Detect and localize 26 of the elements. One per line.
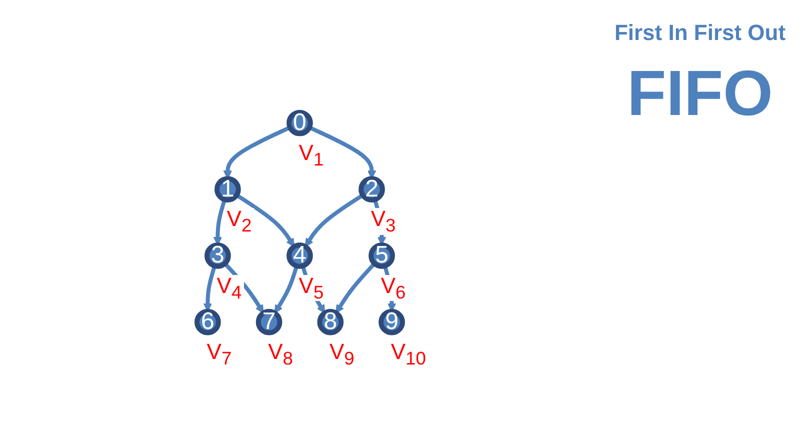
node-caption: V$_{9}$ <box>327 341 356 368</box>
node-circle: 1 <box>214 176 242 202</box>
arrow <box>305 193 364 247</box>
node-circle: 7 <box>256 308 282 336</box>
node-caption: V$_{8}$ <box>266 341 295 368</box>
node-circle: 2 <box>358 176 386 202</box>
node-circle: 3 <box>204 242 232 269</box>
heading-text: FIFO <box>626 56 774 130</box>
node-caption: V$_{4}$ <box>214 274 244 302</box>
node-circle: 8 <box>318 308 344 336</box>
subtitle-text: First In First Out <box>613 20 787 46</box>
arrow <box>236 193 295 247</box>
node-caption: V$_{6}$ <box>378 274 408 302</box>
node-circle: 6 <box>194 308 222 336</box>
arrow <box>274 265 299 314</box>
node-circle: 0 <box>286 110 314 136</box>
node-caption: V$_{10}$ <box>388 341 428 368</box>
node-caption: V$_{5}$ <box>296 274 326 302</box>
arrow <box>204 265 217 312</box>
node-circle: 5 <box>368 242 396 269</box>
node-circle: 9 <box>378 308 406 336</box>
arrow <box>214 198 227 246</box>
arrow <box>336 262 376 314</box>
arrow <box>224 262 264 314</box>
node-caption: V$_{3}$ <box>368 208 398 236</box>
node-circle: 4 <box>286 242 314 269</box>
